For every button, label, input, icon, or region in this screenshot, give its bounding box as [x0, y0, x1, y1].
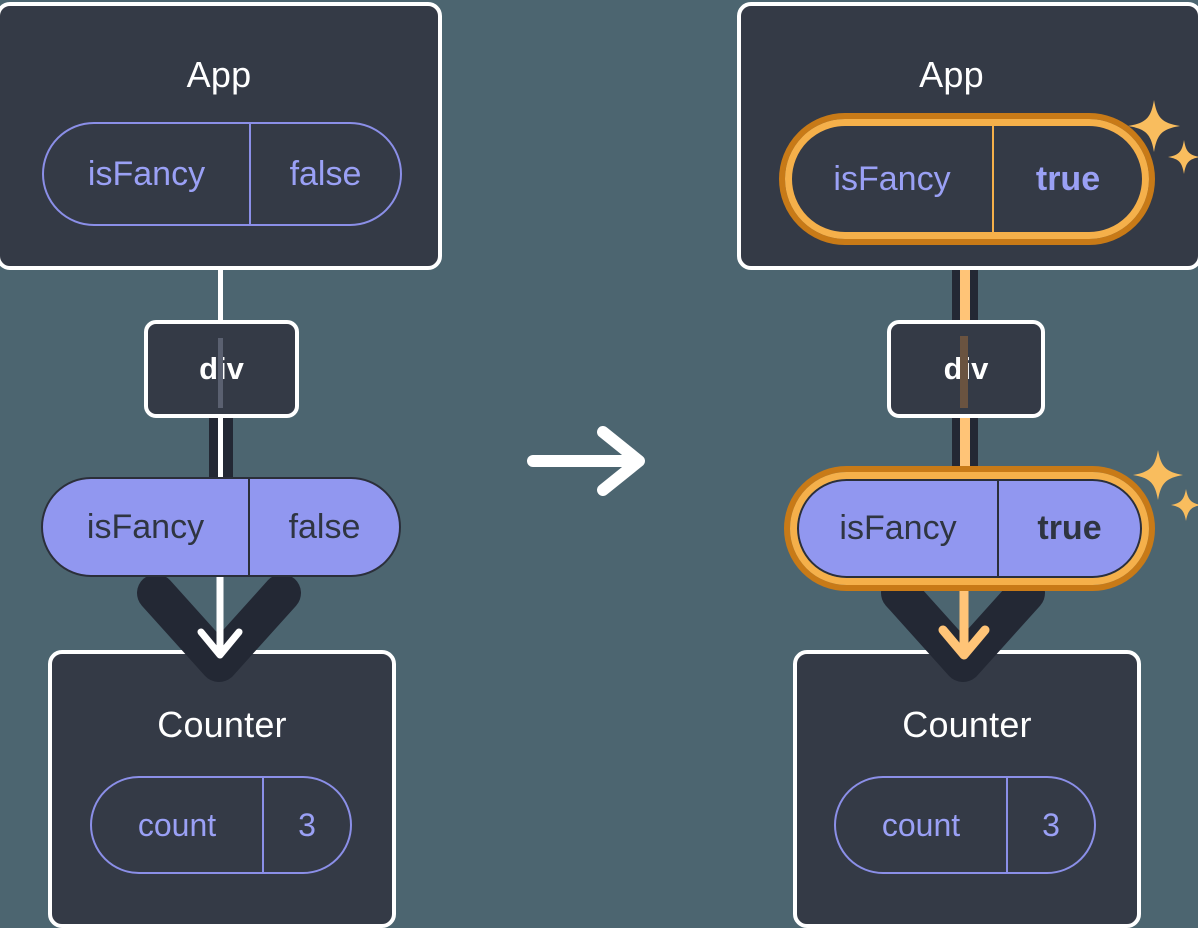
- connector-through-div-after: [960, 336, 968, 408]
- state-pill-isfancy-app-before: isFancy false: [42, 122, 402, 226]
- state-pill-isfancy-app-after: isFancy true: [792, 126, 1142, 232]
- arrow-prop-to-counter-dark-before: [137, 574, 301, 682]
- state-pill-label: isFancy: [833, 159, 951, 198]
- component-title-counter-before: Counter: [157, 704, 287, 745]
- state-pill-count-counter-before: count 3: [90, 776, 352, 874]
- component-title-app-after: App: [919, 54, 984, 95]
- prop-pill-isfancy-before: isFancy false: [41, 477, 401, 577]
- connector-div-to-prop-white-before: [218, 414, 223, 484]
- component-title-counter-after: Counter: [902, 704, 1032, 745]
- prop-pill-value: false: [248, 479, 399, 575]
- transition-arrow-right-icon: [527, 426, 645, 496]
- state-pill-value: false: [249, 124, 400, 224]
- prop-pill-value: true: [997, 481, 1140, 576]
- sparkles-icon-prop-after: [1133, 450, 1198, 521]
- prop-pill-label: isFancy: [839, 509, 957, 547]
- state-pill-label: count: [137, 806, 217, 843]
- prop-pill-isfancy-after: isFancy true: [797, 479, 1142, 578]
- state-pill-count-counter-after: count 3: [834, 776, 1096, 874]
- prop-pill-label: isFancy: [86, 507, 205, 546]
- arrow-prop-to-counter-white-before: [197, 560, 243, 659]
- arrow-prop-to-counter-dark-after: [881, 574, 1045, 682]
- sparkles-icon-app-after: [1128, 100, 1198, 174]
- arrow-prop-to-counter-orange-after: [938, 560, 990, 660]
- connector-through-div-before: [218, 338, 223, 408]
- state-pill-value: true: [992, 126, 1142, 232]
- state-pill-value: 3: [262, 778, 350, 872]
- state-pill-label: isFancy: [87, 154, 206, 193]
- state-pill-value: 3: [1006, 778, 1094, 872]
- component-title-app-before: App: [186, 54, 252, 95]
- connector-app-to-div-before: [218, 266, 223, 324]
- state-pill-label: count: [881, 806, 961, 843]
